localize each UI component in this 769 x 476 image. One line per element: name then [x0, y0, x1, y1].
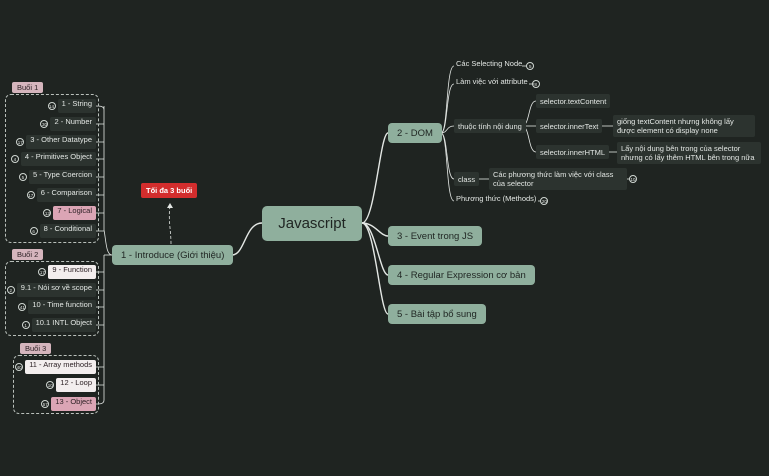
item-label: Các Selecting Node	[456, 59, 523, 68]
count-badge: 1	[21, 321, 30, 329]
count-badge: 17	[38, 268, 47, 276]
intro-item-array-methods[interactable]: 40 11 - Array methods	[15, 360, 96, 374]
group-session-2	[5, 261, 99, 336]
intro-item-loop[interactable]: 10 12 - Loop	[46, 378, 96, 392]
count-badge: 13	[43, 209, 52, 217]
item-label: 11 - Array methods	[25, 360, 96, 374]
dom-class-methods[interactable]: Các phương thức làm việc với class của s…	[489, 168, 637, 190]
intro-item-other-datatype[interactable]: 17 3 - Other Datatype	[16, 135, 96, 149]
item-label: 8 - Conditional	[39, 224, 96, 238]
intro-item-comparison[interactable]: 17 6 - Comparison	[26, 188, 96, 202]
count-badge: 17	[26, 191, 35, 199]
item-label: 9 - Function	[48, 265, 96, 279]
intro-item-scope[interactable]: 2 9.1 - Nói sơ về scope	[6, 283, 96, 297]
intro-item-string[interactable]: 14 1 - String	[47, 99, 96, 113]
count-badge: 8	[531, 80, 540, 88]
intro-item-logical[interactable]: 13 7 - Logical	[43, 206, 96, 220]
item-label: 9.1 - Nói sơ về scope	[16, 283, 96, 297]
dom-innerhtml-note[interactable]: Lấy nội dung bên trong của selector nhưn…	[617, 142, 761, 164]
intro-item-time-function[interactable]: 41 10 - Time function	[18, 300, 96, 314]
count-badge: 40	[15, 363, 24, 371]
dom-innertext-note[interactable]: giống textContent nhưng không lấy được e…	[613, 115, 755, 137]
item-label: 10 - Time function	[28, 300, 96, 314]
intro-item-function[interactable]: 17 9 - Function	[38, 265, 96, 279]
item-label: 13 - Object	[51, 397, 96, 411]
group-session-2-label: Buổi 2	[12, 249, 44, 260]
count-badge: 10	[629, 175, 637, 183]
branch-introduce[interactable]: 1 - Introduce (Giới thiệu)	[112, 245, 234, 265]
item-label: 6 - Comparison	[36, 188, 96, 202]
dom-content-properties[interactable]: thuộc tính nội dung	[454, 119, 526, 133]
item-label: Các phương thức làm việc với class của s…	[489, 168, 627, 190]
count-badge: 41	[18, 303, 27, 311]
branch-dom[interactable]: 2 - DOM	[388, 123, 442, 143]
count-badge: 30	[40, 120, 49, 128]
count-badge: 10	[46, 381, 55, 389]
branch-regex[interactable]: 4 - Regular Expression cơ bản	[388, 265, 535, 285]
count-badge: 14	[47, 102, 56, 110]
dom-attribute[interactable]: Làm việc với attribute 8	[454, 77, 540, 91]
item-label: 4 - Primitives Object	[20, 152, 96, 166]
intro-item-intl-object[interactable]: 1 10.1 INTL Object	[21, 318, 96, 332]
intro-item-primitives-object[interactable]: 4 4 - Primitives Object	[10, 152, 96, 166]
dom-selecting-node[interactable]: Các Selecting Node 5	[454, 59, 535, 73]
count-badge: 2	[6, 286, 15, 294]
count-badge: 17	[16, 138, 25, 146]
item-label: Làm việc với attribute	[456, 77, 528, 86]
item-label: 3 - Other Datatype	[26, 135, 96, 149]
dom-methods[interactable]: Phương thức (Methods) 20	[454, 194, 549, 208]
count-badge: 5	[18, 173, 27, 181]
intro-item-object[interactable]: 57 13 - Object	[41, 397, 96, 411]
root-topic[interactable]: Javascript	[262, 206, 362, 241]
intro-item-conditional[interactable]: 6 8 - Conditional	[29, 224, 96, 238]
dom-innerhtml[interactable]: selector.innerHTML	[536, 145, 610, 159]
count-badge: 4	[10, 155, 19, 163]
item-label: 7 - Logical	[53, 206, 96, 220]
count-badge: 6	[29, 227, 38, 235]
group-session-3	[13, 355, 99, 414]
branch-event[interactable]: 3 - Event trong JS	[388, 226, 483, 246]
group-session-3-label: Buổi 3	[20, 343, 52, 354]
branch-extra[interactable]: 5 - Bài tập bổ sung	[388, 304, 486, 324]
dom-innertext[interactable]: selector.innerText	[536, 119, 603, 133]
intro-item-number[interactable]: 30 2 - Number	[40, 117, 96, 131]
dom-textcontent[interactable]: selector.textContent	[536, 94, 611, 108]
group-session-1	[5, 94, 99, 243]
count-badge: 5	[526, 62, 535, 70]
count-badge: 20	[540, 197, 549, 205]
item-label: Phương thức (Methods)	[456, 194, 537, 203]
dom-class[interactable]: class	[454, 172, 480, 186]
limit-callout[interactable]: Tối đa 3 buổi	[141, 183, 198, 198]
item-label: 1 - String	[57, 99, 96, 113]
intro-item-type-coercion[interactable]: 5 5 - Type Coercion	[18, 170, 96, 184]
group-session-1-label: Buổi 1	[12, 82, 44, 93]
item-label: 12 - Loop	[56, 378, 96, 392]
item-label: 5 - Type Coercion	[28, 170, 96, 184]
item-label: 2 - Number	[50, 117, 96, 131]
item-label: 10.1 INTL Object	[31, 318, 96, 332]
count-badge: 57	[41, 400, 50, 408]
